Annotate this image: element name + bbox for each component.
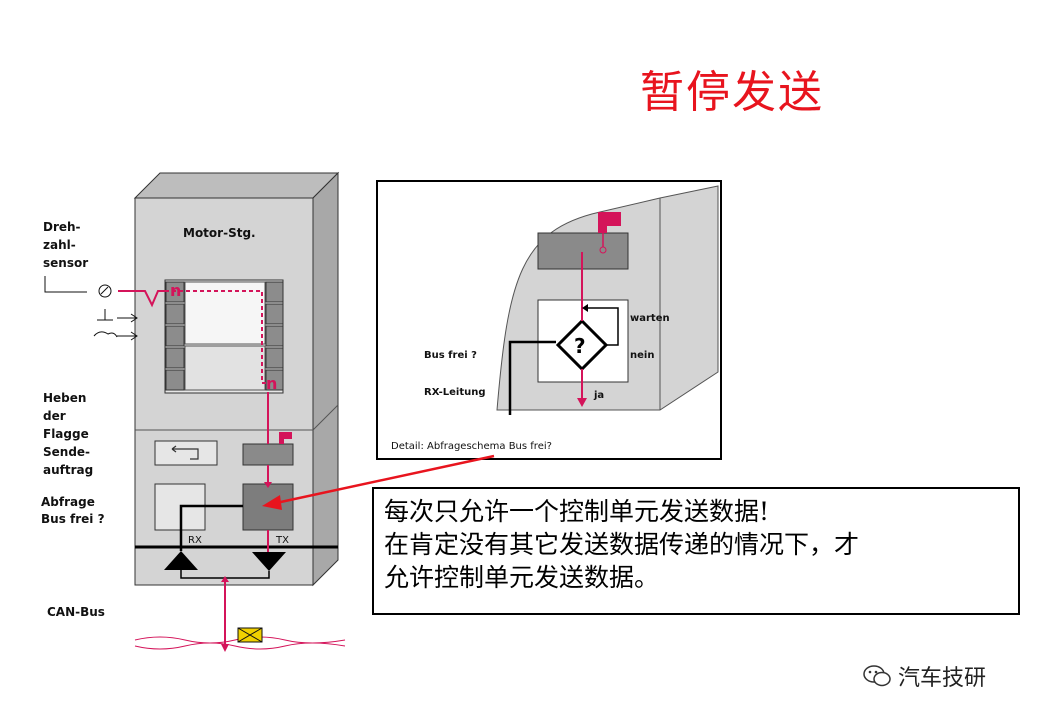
flag-label-4: Sende- [43, 445, 90, 459]
label-rx-leitung: RX-Leitung [424, 387, 486, 398]
envelope-icon [237, 627, 263, 643]
page-title: 暂停发送 [640, 67, 824, 118]
watermark-text: 汽车技研 [898, 666, 987, 691]
tx-triangle [252, 552, 286, 571]
label-nein: nein [630, 350, 654, 361]
detail-caption: Detail: Abfrageschema Bus frei? [391, 441, 552, 452]
rx-label: RX [188, 535, 202, 546]
rx-triangle [164, 551, 198, 570]
flag-label-1: Heben [43, 391, 86, 405]
svg-text:n: n [266, 374, 277, 393]
explanation-line-1: 每次只允许一个控制单元发送数据! [384, 497, 770, 526]
flag-label-3: Flagge [43, 427, 89, 441]
explanation-line-2: 在肯定没有其它发送数据传递的情况下，才 [384, 530, 860, 559]
motor-control-unit: Motor-Stg. RX TX [133, 171, 340, 587]
pointer-arrow [262, 454, 495, 510]
query-label-1: Abfrage [41, 495, 95, 509]
detail-box: ? warten nein ja Bus frei ? RX-Leitung D… [376, 180, 722, 460]
motor-unit-title: Motor-Stg. [183, 226, 256, 240]
sensor-symbols [44, 276, 138, 341]
label-ja: ja [593, 390, 604, 401]
watermark: 汽车技研 [862, 660, 986, 692]
can-bus-line [134, 636, 346, 650]
flag-label-2: der [43, 409, 66, 423]
svg-text:n: n [170, 281, 181, 300]
sensor-label-2: zahl- [43, 238, 76, 252]
wechat-logo-icon [863, 665, 891, 687]
label-warten: warten [630, 313, 670, 324]
label-bus-frei: Bus frei ? [424, 350, 477, 361]
query-label-2: Bus frei ? [41, 512, 105, 526]
left-labels: Dreh- zahl- sensor Heben der Flagge Send… [41, 220, 105, 619]
explanation-box: 每次只允许一个控制单元发送数据! 在肯定没有其它发送数据传递的情况下，才 允许控… [372, 487, 1020, 615]
flag-label-5: auftrag [43, 463, 93, 477]
bus-label: CAN-Bus [47, 605, 105, 619]
send-flag-block [242, 443, 294, 466]
flag-icon [279, 432, 292, 444]
tachometer-icon [98, 284, 112, 298]
sensor-label-1: Dreh- [43, 220, 81, 234]
question-mark: ? [574, 334, 586, 358]
sensor-label-3: sensor [43, 256, 88, 270]
signal-path [118, 290, 269, 648]
tx-label: TX [275, 535, 289, 546]
explanation-line-3: 允许控制单元发送数据。 [384, 563, 660, 592]
